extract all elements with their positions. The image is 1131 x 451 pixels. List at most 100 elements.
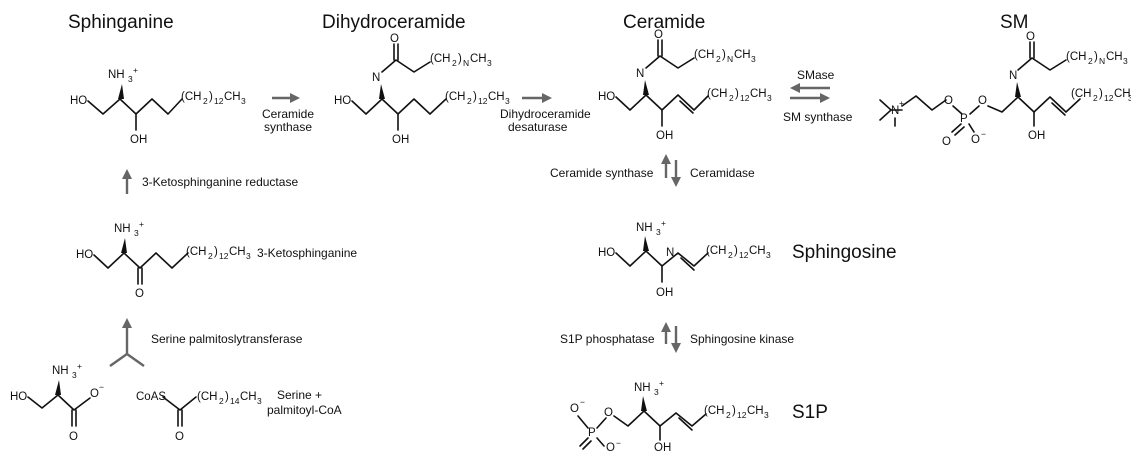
svg-text:2: 2 [729, 93, 734, 103]
svg-text:3: 3 [751, 54, 756, 64]
svg-text:3: 3 [1123, 56, 1128, 66]
label-3-ketosphinganine: 3-Ketosphinganine [257, 246, 357, 260]
svg-text:HO: HO [76, 249, 93, 261]
arrow-dihydroceramide-desaturase [522, 93, 552, 103]
title-ceramide: Ceramide [623, 12, 705, 33]
svg-text:OH: OH [392, 134, 409, 146]
svg-text:CoAS: CoAS [136, 391, 166, 403]
svg-text:2: 2 [203, 96, 208, 106]
enzyme-serine-palmitoyltransferase: Serine palmitoslytransferase [151, 332, 303, 346]
svg-text:): ) [473, 91, 477, 103]
svg-text:N: N [463, 58, 469, 68]
svg-text:O: O [942, 136, 951, 148]
arrow-sm-synthase-forward [790, 93, 830, 103]
svg-text:O: O [135, 288, 144, 300]
svg-text:+: + [139, 219, 144, 229]
svg-text:(CH: (CH [181, 91, 201, 103]
svg-text:NH: NH [634, 382, 651, 394]
svg-text:2: 2 [1088, 56, 1093, 66]
svg-text:CH: CH [750, 88, 767, 100]
svg-text:CH: CH [734, 49, 751, 61]
svg-text:12: 12 [478, 96, 488, 106]
svg-text:): ) [732, 405, 736, 417]
svg-text:14: 14 [230, 396, 240, 406]
svg-text:O: O [606, 442, 615, 451]
title-sm: SM [1000, 12, 1029, 33]
svg-text:12: 12 [737, 410, 747, 420]
svg-text:P: P [588, 427, 596, 439]
svg-text:3: 3 [128, 74, 133, 84]
enzyme-3-ketosphinganine-reductase: 3-Ketosphinganine reductase [142, 175, 298, 189]
svg-text:): ) [722, 49, 726, 61]
svg-text:12: 12 [740, 93, 750, 103]
svg-text:O: O [90, 388, 99, 400]
svg-text:O: O [1026, 31, 1035, 43]
arrow-3-ketosphinganine-reductase [122, 169, 132, 194]
enzyme-dihydroceramide-desaturase-line1: Dihydroceramide [500, 107, 591, 121]
svg-text:N: N [666, 247, 674, 259]
svg-text:): ) [734, 245, 738, 257]
svg-text:2: 2 [728, 250, 733, 260]
svg-text:(CH: (CH [430, 53, 450, 65]
title-s1p: S1P [792, 402, 828, 423]
label-serine-plus: Serine + [277, 388, 322, 402]
svg-text:): ) [209, 91, 213, 103]
svg-text:(CH: (CH [197, 391, 217, 403]
enzyme-ceramide-synthase-line1: Ceramide [262, 107, 314, 121]
svg-text:3: 3 [505, 96, 510, 106]
svg-text:O: O [390, 33, 399, 45]
svg-text:+: + [659, 378, 664, 388]
structure-ceramide: HO N O (CH 2 ) N CH 3 OH (CH 2 ) 12 CH 3 [598, 29, 772, 142]
svg-text:3: 3 [72, 370, 77, 380]
svg-text:): ) [225, 391, 229, 403]
svg-text:CH: CH [1106, 51, 1123, 63]
svg-text:P: P [960, 113, 968, 125]
svg-text:(CH: (CH [707, 88, 727, 100]
svg-text:3: 3 [1128, 93, 1131, 103]
svg-text:(CH: (CH [1071, 88, 1091, 100]
svg-text:CH: CH [229, 246, 246, 258]
svg-text:CH: CH [224, 91, 241, 103]
svg-text:NH: NH [108, 69, 125, 81]
svg-text:N: N [727, 54, 733, 64]
svg-text:2: 2 [716, 54, 721, 64]
svg-text:CH: CH [240, 391, 257, 403]
label-palmitoyl-coa: palmitoyl-CoA [267, 403, 342, 417]
svg-text:−: − [981, 129, 986, 139]
svg-text:OH: OH [130, 134, 147, 146]
svg-text:2: 2 [452, 58, 457, 68]
svg-text:2: 2 [208, 251, 213, 261]
svg-text:OH: OH [656, 130, 673, 142]
svg-text:N: N [891, 105, 899, 117]
svg-text:3: 3 [656, 227, 661, 237]
svg-text:N: N [1099, 56, 1105, 66]
arrow-smase-reverse [790, 83, 830, 93]
svg-text:(CH: (CH [1066, 51, 1086, 63]
svg-text:(CH: (CH [706, 245, 726, 257]
svg-text:3: 3 [654, 387, 659, 397]
svg-text:−: − [580, 397, 585, 407]
svg-text:2: 2 [467, 96, 472, 106]
svg-text:): ) [1094, 51, 1098, 63]
svg-text:12: 12 [219, 251, 229, 261]
svg-text:3: 3 [764, 410, 769, 420]
svg-text:HO: HO [598, 91, 615, 103]
svg-text:CH: CH [470, 53, 487, 65]
svg-text:): ) [735, 88, 739, 100]
svg-text:HO: HO [598, 247, 615, 259]
svg-text:HO: HO [70, 95, 87, 107]
svg-text:): ) [458, 53, 462, 65]
svg-text:O: O [654, 29, 663, 41]
svg-text:O: O [175, 431, 184, 443]
arrow-sphingosine-s1p [661, 322, 681, 353]
svg-text:CH: CH [488, 91, 505, 103]
svg-text:N: N [372, 72, 380, 84]
svg-text:(CH: (CH [186, 246, 206, 258]
svg-text:+: + [661, 218, 666, 228]
svg-text:+: + [899, 98, 904, 108]
svg-text:3: 3 [241, 96, 246, 106]
svg-text:HO: HO [334, 95, 351, 107]
title-dihydroceramide: Dihydroceramide [322, 12, 466, 33]
enzyme-s1p-phosphatase: S1P phosphatase [560, 332, 655, 346]
